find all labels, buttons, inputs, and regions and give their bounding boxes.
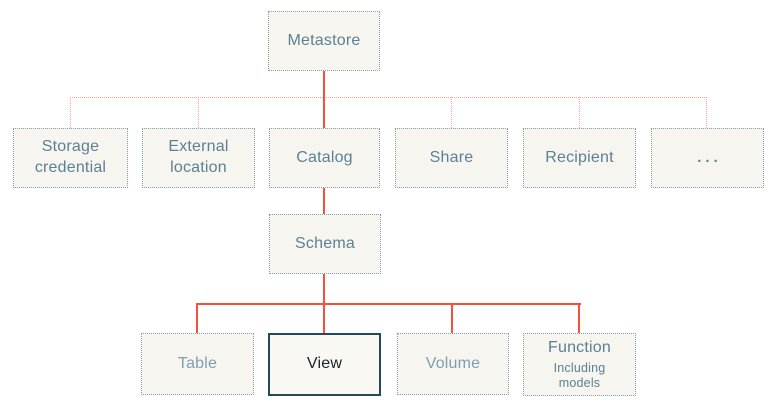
node-function: Function Including models (523, 333, 636, 396)
node-volume: Volume (397, 333, 509, 395)
node-label: Recipient (545, 148, 614, 166)
node-storage-credential: Storage credential (13, 128, 128, 188)
edge-schema-function (578, 303, 580, 333)
node-label: Table (177, 354, 218, 372)
edge-metastore-catalog (323, 71, 325, 128)
node-label: Schema (295, 234, 355, 252)
edge-metastore-storage-credential (70, 97, 71, 128)
edge-catalog-schema (323, 188, 325, 214)
node-schema: Schema (269, 214, 381, 274)
node-label: Function (548, 339, 611, 357)
node-ellipsis: ... (651, 128, 764, 188)
node-table: Table (141, 333, 254, 395)
node-share: Share (395, 128, 508, 188)
node-label: External location (168, 138, 229, 176)
node-label: View (306, 355, 343, 373)
node-external-location: External location (142, 128, 255, 188)
edge-schema-volume (451, 303, 453, 333)
edge-metastore-ellipsis (706, 97, 707, 128)
node-catalog: Catalog (269, 128, 380, 188)
node-metastore: Metastore (268, 11, 380, 71)
node-label: Volume (425, 354, 481, 372)
node-label: Catalog (296, 148, 353, 166)
edge-metastore-rail-dotted (70, 97, 707, 98)
node-label: Storage credential (34, 138, 107, 176)
node-label: Metastore (287, 31, 361, 49)
node-sublabel: Including models (553, 360, 606, 390)
node-label: Share (429, 148, 474, 166)
node-label: ... (697, 149, 722, 167)
edge-metastore-recipient (579, 97, 580, 128)
edge-metastore-share (451, 97, 452, 128)
node-recipient: Recipient (523, 128, 636, 188)
edge-metastore-external-location (198, 97, 199, 128)
edge-schema-table (196, 303, 198, 333)
node-view-highlighted: View (268, 333, 381, 396)
edge-schema-rail-solid (196, 303, 581, 305)
